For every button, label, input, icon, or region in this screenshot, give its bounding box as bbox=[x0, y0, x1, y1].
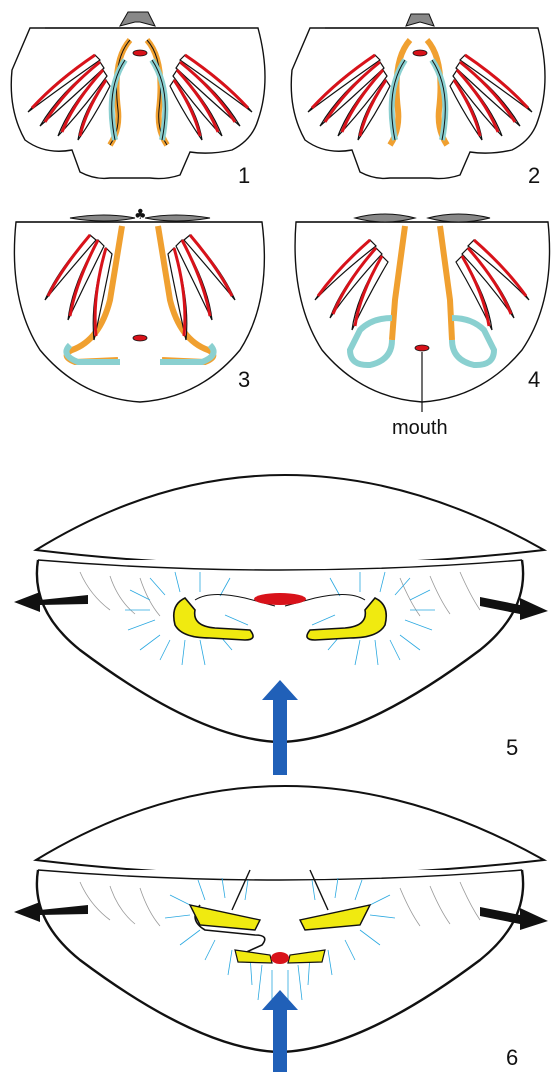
panel-label-3: 3 bbox=[238, 367, 250, 392]
hinge-left bbox=[70, 215, 135, 221]
upper-valve bbox=[36, 786, 544, 875]
panel-4-schematic bbox=[295, 214, 549, 412]
panel-6-illustration bbox=[14, 786, 548, 1072]
panel-label-6: 6 bbox=[506, 1045, 518, 1070]
mouth bbox=[133, 335, 147, 341]
hinge-left bbox=[355, 214, 415, 222]
mouth bbox=[415, 345, 429, 351]
mouth bbox=[133, 50, 147, 56]
mouth-annotation: mouth bbox=[392, 417, 448, 439]
hinge-process bbox=[406, 14, 434, 26]
panel-label-5: 5 bbox=[506, 735, 518, 760]
hinge-process bbox=[120, 12, 155, 26]
panel-3-schematic: ♣ bbox=[14, 207, 264, 402]
panel-label-4: 4 bbox=[528, 367, 540, 392]
hinge-right bbox=[428, 214, 490, 222]
panel-1-schematic bbox=[11, 12, 265, 179]
mouth bbox=[413, 50, 427, 56]
panel-label-1: 1 bbox=[238, 163, 250, 188]
panel-5-illustration bbox=[14, 475, 548, 775]
panel-label-2: 2 bbox=[528, 163, 540, 188]
hinge-right bbox=[145, 215, 210, 221]
svg-text:♣: ♣ bbox=[134, 207, 147, 223]
shell-outline bbox=[14, 222, 264, 402]
upper-valve bbox=[36, 475, 544, 565]
mouth bbox=[254, 593, 306, 605]
panel-2-schematic bbox=[291, 14, 545, 179]
mouth bbox=[271, 952, 289, 964]
